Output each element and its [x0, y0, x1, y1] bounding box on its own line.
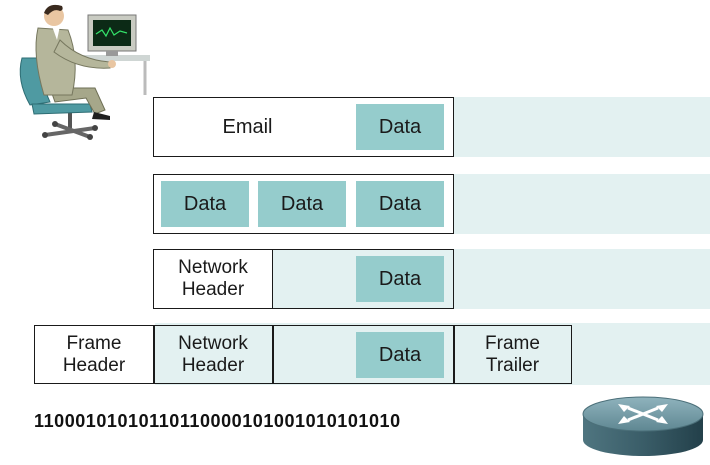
segment-data-box-2: Data — [258, 181, 346, 227]
frame-divider-1 — [153, 325, 155, 384]
frame-header-label: Frame Header — [62, 332, 126, 376]
frame-divider-3 — [453, 325, 455, 384]
frame-trailer-label: Frame Trailer — [485, 332, 540, 376]
bitstream-text: 11000101010110110000101001010101010 — [34, 411, 401, 431]
email-label: Email — [222, 116, 273, 138]
packet-network-header-cell — [153, 249, 273, 309]
frame-divider-2 — [272, 325, 274, 384]
packet-data-box: Data — [356, 256, 444, 302]
row1-data-box: Data — [356, 104, 444, 150]
router-icon — [582, 396, 704, 456]
frame-box — [34, 325, 572, 384]
frame-network-header-label: Network Header — [178, 332, 248, 376]
packet-network-header-label: Network Header — [178, 257, 248, 300]
segment-data-box-3: Data — [356, 181, 444, 227]
frame-data-box: Data — [356, 332, 444, 378]
user-at-computer-icon — [19, 4, 150, 140]
segment-data-box-1: Data — [161, 181, 249, 227]
